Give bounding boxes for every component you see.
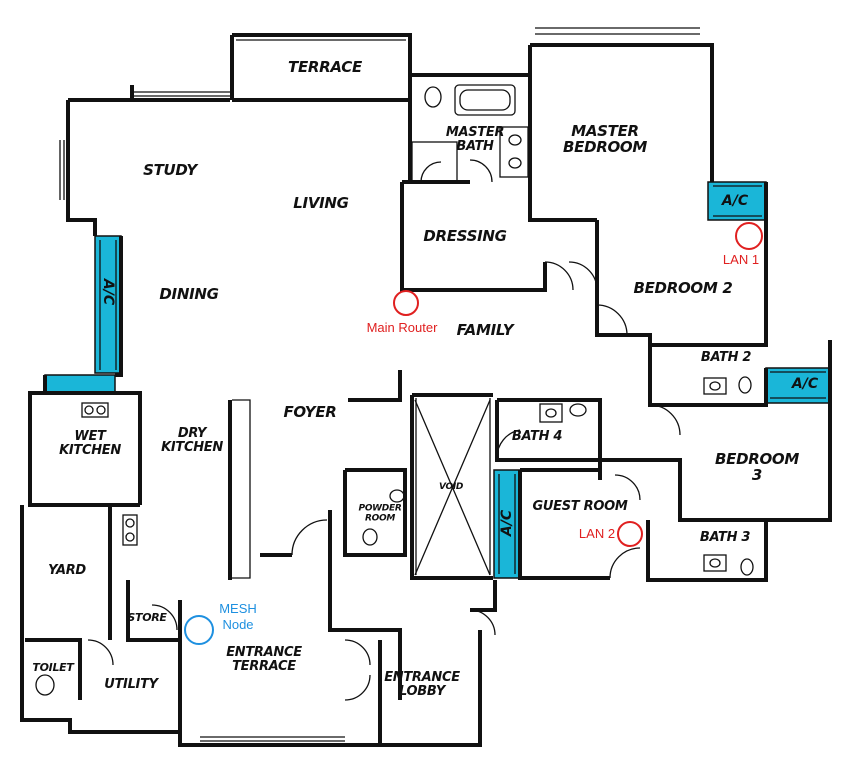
lan2-marker bbox=[617, 521, 643, 547]
room-label-study: STUDY bbox=[143, 160, 197, 179]
annotation-lan2: LAN 2 bbox=[578, 526, 616, 541]
room-label-void: VOID bbox=[438, 482, 464, 493]
lan1-marker bbox=[735, 222, 763, 250]
room-label-guest-room: GUEST ROOM bbox=[532, 498, 628, 514]
room-label-dry-kitchen: DRY KITCHEN bbox=[161, 425, 223, 455]
ac-label-bedroom-2: A/C bbox=[721, 193, 749, 209]
room-label-entrance-terrace: ENTRANCE TERRACE bbox=[226, 644, 302, 674]
ac-label-bedroom-3: A/C bbox=[791, 376, 819, 392]
room-label-living: LIVING bbox=[293, 193, 349, 212]
room-label-master-bath: MASTER BATH bbox=[445, 124, 505, 154]
room-label-foyer: FOYER bbox=[283, 402, 337, 421]
room-label-family: FAMILY bbox=[456, 320, 514, 339]
ac-label-guest-room: A/C bbox=[499, 509, 515, 537]
mesh-node-marker bbox=[184, 615, 214, 645]
ac-zone-bedroom3 bbox=[765, 367, 831, 404]
annotation-mesh-node: MESH Node bbox=[219, 601, 257, 633]
ac-zone-guest bbox=[493, 469, 521, 579]
ac-label-dining: A/C bbox=[100, 278, 116, 306]
room-label-yard: YARD bbox=[48, 562, 86, 578]
annotation-main-router: Main Router bbox=[366, 320, 438, 335]
room-label-wet-kitchen: WET KITCHEN bbox=[59, 428, 121, 458]
ac-zone-dining bbox=[94, 235, 122, 374]
walls bbox=[20, 33, 832, 747]
room-label-bedroom-2: BEDROOM 2 bbox=[633, 278, 733, 297]
ac-zone-kitchen bbox=[44, 374, 116, 394]
room-label-store: STORE bbox=[127, 611, 167, 625]
room-label-utility: UTILITY bbox=[104, 676, 158, 692]
room-label-dining: DINING bbox=[159, 284, 219, 303]
room-label-dressing: DRESSING bbox=[423, 226, 507, 245]
ac-zone-bedroom2 bbox=[707, 181, 767, 221]
room-label-bath-2: BATH 2 bbox=[700, 349, 752, 365]
room-label-bath-4: BATH 4 bbox=[511, 428, 563, 444]
ac-zones bbox=[44, 181, 831, 579]
annotation-lan1: LAN 1 bbox=[722, 252, 760, 267]
room-label-master-bedroom: MASTER BEDROOM bbox=[562, 121, 648, 156]
room-label-bath-3: BATH 3 bbox=[699, 529, 751, 545]
room-label-powder-room: POWDER ROOM bbox=[358, 503, 402, 523]
main-router-marker bbox=[393, 290, 419, 316]
detail-lines bbox=[35, 27, 826, 742]
room-label-terrace: TERRACE bbox=[288, 57, 362, 76]
room-label-entrance-lobby: ENTRANCE LOBBY bbox=[384, 669, 460, 699]
room-label-toilet: TOILET bbox=[32, 661, 74, 675]
room-label-bedroom-3: BEDROOM 3 bbox=[714, 449, 799, 484]
